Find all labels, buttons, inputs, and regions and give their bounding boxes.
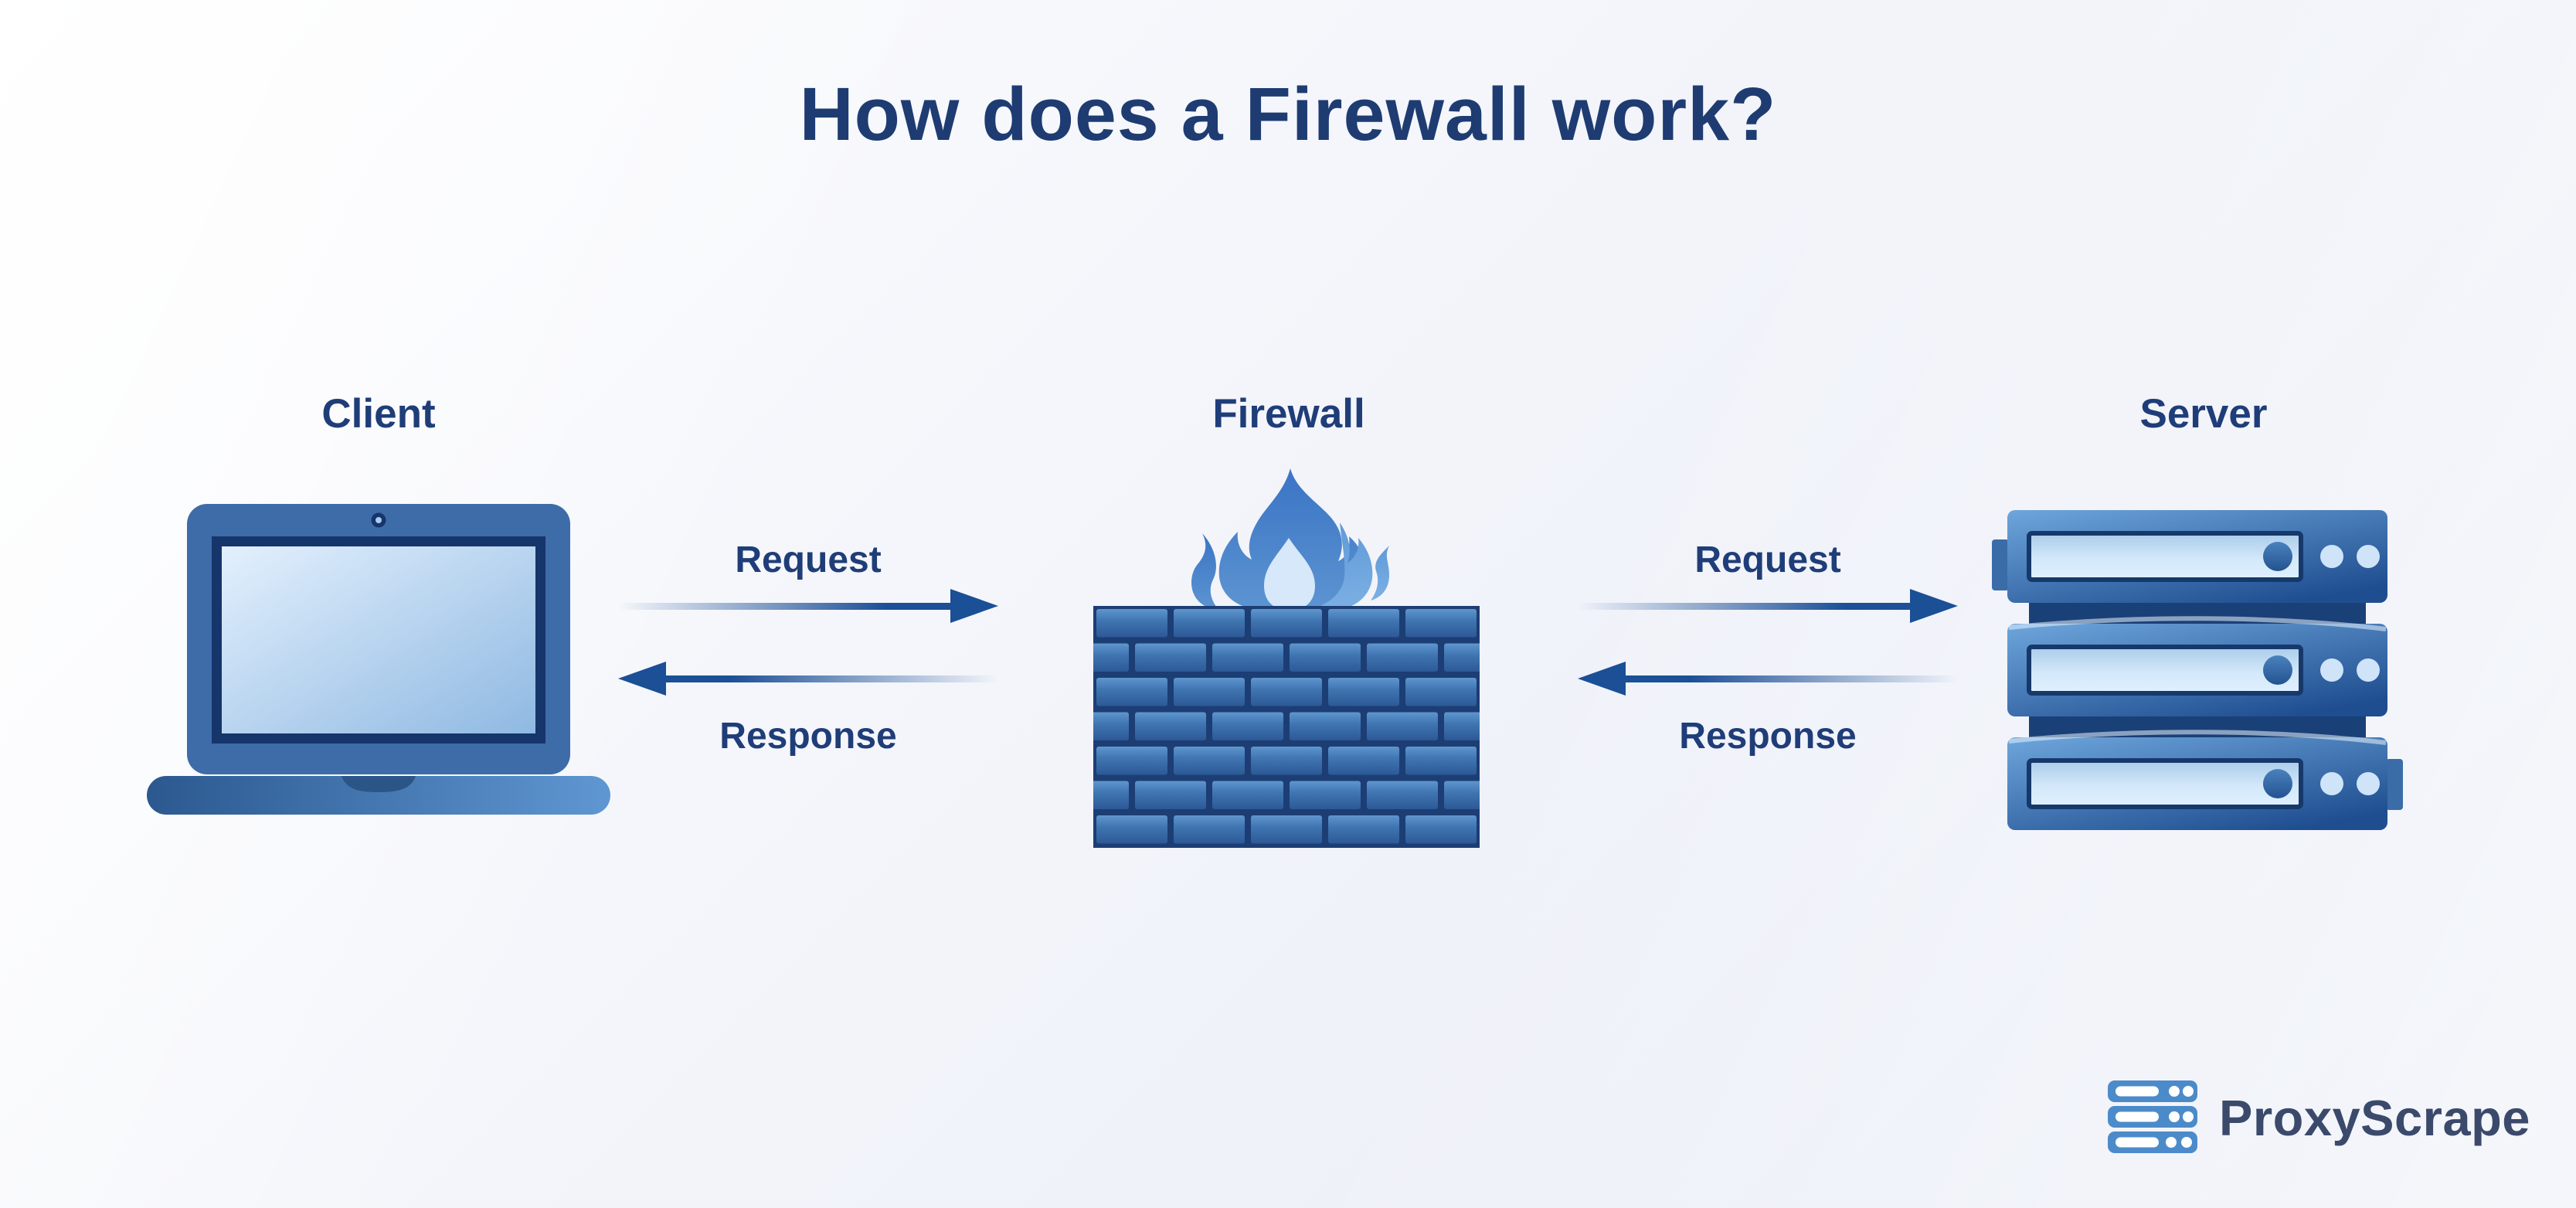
flame-inner	[1264, 538, 1315, 611]
arrowhead-left-icon	[1578, 662, 1626, 696]
brand-logo: ProxyScrape	[2108, 1080, 2530, 1155]
server-unit-1	[2007, 510, 2387, 603]
response-arrow-firewall-client	[618, 662, 998, 696]
request-label-firewall-server: Request	[1694, 539, 1841, 580]
laptop-base	[147, 776, 610, 815]
flame-icon	[1191, 468, 1389, 611]
arrowhead-left-icon	[618, 662, 666, 696]
brick-wall-icon	[1093, 606, 1480, 848]
request-arrow-client-firewall	[618, 589, 998, 623]
proxyscrape-logo-icon	[2108, 1080, 2197, 1153]
server-stack-icon	[1992, 510, 2403, 830]
response-label-firewall-server: Response	[1679, 716, 1857, 757]
server-unit-3	[2007, 730, 2387, 830]
request-arrow-firewall-server	[1578, 589, 1958, 623]
server-tab-left	[1992, 539, 2009, 590]
response-label-client-firewall: Response	[719, 716, 897, 757]
arrowhead-right-icon	[950, 589, 998, 623]
page-title: How does a Firewall work?	[799, 72, 1777, 156]
client-label: Client	[321, 391, 436, 437]
laptop-notch	[342, 776, 416, 792]
request-label-client-firewall: Request	[735, 539, 882, 580]
arrowhead-right-icon	[1910, 589, 1958, 623]
laptop-screen	[222, 546, 535, 733]
server-tab-right	[2386, 759, 2403, 810]
server-label: Server	[2139, 391, 2268, 437]
server-unit-2	[2007, 616, 2387, 716]
firewall-label: Firewall	[1212, 391, 1365, 437]
laptop-icon	[147, 504, 610, 815]
response-arrow-server-firewall	[1578, 662, 1958, 696]
brand-name: ProxyScrape	[2219, 1089, 2530, 1146]
wall-bricks	[1093, 606, 1480, 848]
